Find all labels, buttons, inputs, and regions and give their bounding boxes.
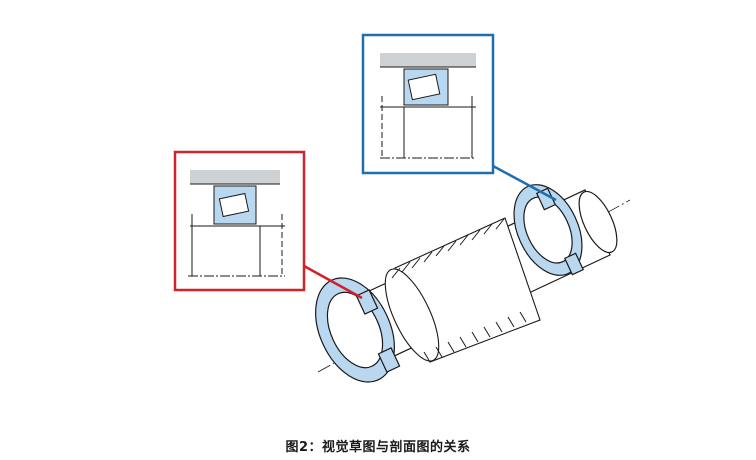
left-callout (173, 150, 363, 300)
left-section-view (188, 170, 285, 277)
left-callout-leader (303, 264, 363, 300)
right-callout-leader (492, 164, 557, 202)
gear (384, 217, 541, 363)
left-bearing (315, 277, 401, 383)
right-section-view (380, 53, 476, 159)
figure-caption: 图2：视觉草图与剖面图的关系 (285, 440, 471, 455)
right-callout (361, 33, 557, 202)
right-bearing (513, 184, 585, 276)
